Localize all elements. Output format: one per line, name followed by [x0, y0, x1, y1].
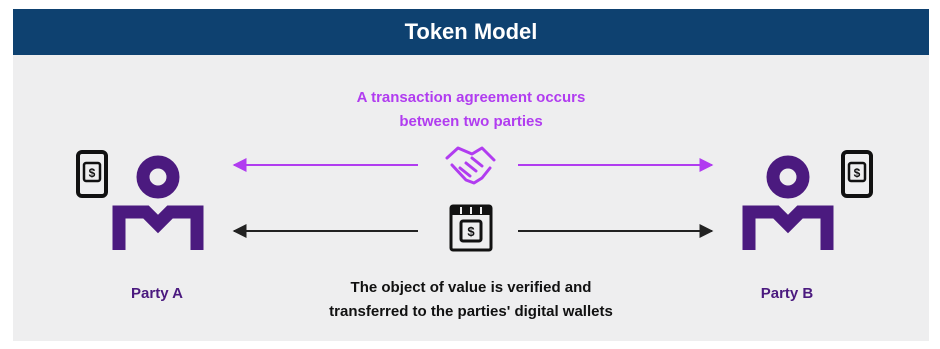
person-icon-a — [112, 155, 204, 250]
party-a-label: Party A — [131, 285, 183, 302]
transfer-caption-line-1: The object of value is verified and — [350, 279, 592, 296]
svg-text:$: $ — [467, 224, 475, 239]
person-icon-b — [742, 155, 834, 250]
token-box-icon: $ — [449, 204, 493, 252]
transfer-caption-line-2: transferred to the parties' digital wall… — [329, 303, 613, 320]
svg-text:$: $ — [854, 166, 861, 180]
handshake-icon — [445, 146, 496, 185]
party-b-label: Party B — [760, 285, 814, 302]
agreement-caption-line-2: between two parties — [399, 113, 543, 130]
wallet-phone-icon-b: $ — [841, 150, 873, 198]
page-title: Token Model — [13, 9, 929, 55]
agreement-caption-line-1: A transaction agreement occurs — [356, 89, 586, 106]
agreement-caption: A transaction agreement occurs between t… — [271, 86, 671, 134]
wallet-phone-icon-a: $ — [76, 150, 108, 198]
svg-text:$: $ — [89, 166, 96, 180]
transfer-caption: The object of value is verified and tran… — [271, 276, 671, 324]
